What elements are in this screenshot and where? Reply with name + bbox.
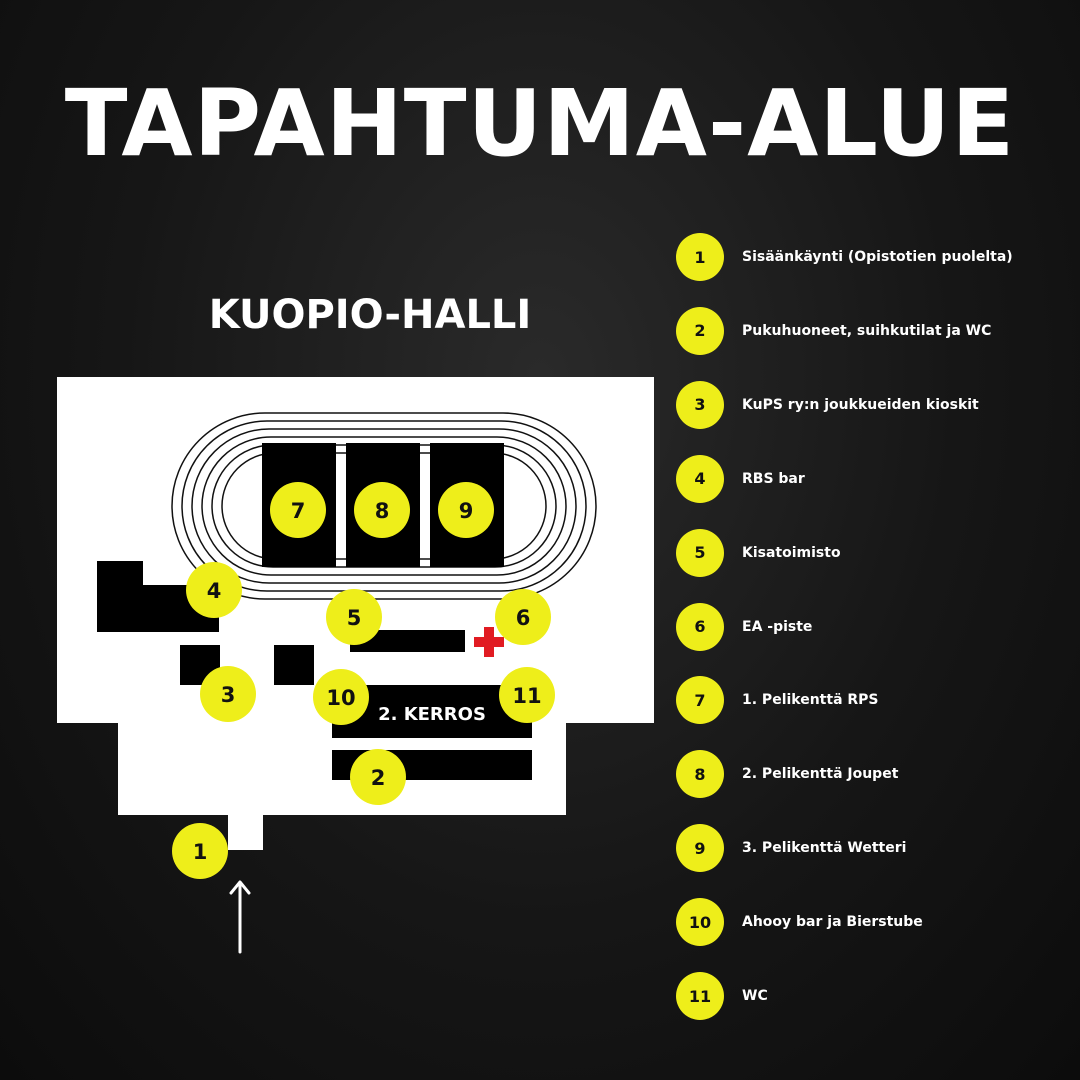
legend-label: 1. Pelikenttä RPS xyxy=(742,692,879,709)
map-marker-9: 9 xyxy=(438,482,494,538)
legend-number-badge: 8 xyxy=(676,750,724,799)
legend-number-badge: 4 xyxy=(676,454,724,503)
legend-number-badge: 6 xyxy=(676,602,724,651)
map-marker-7: 7 xyxy=(270,482,326,538)
legend-item: 10 Ahooy bar ja Bierstube xyxy=(676,898,1076,947)
map-marker-11: 11 xyxy=(499,667,555,723)
map-marker-2: 2 xyxy=(350,749,406,805)
legend-number-badge: 9 xyxy=(676,824,724,873)
marker-circle xyxy=(350,749,406,805)
marker-number: 4 xyxy=(207,579,222,603)
marker-number: 7 xyxy=(291,499,306,523)
page-title: TAPAHTUMA-ALUE xyxy=(64,70,1016,177)
legend-label: 2. Pelikenttä Joupet xyxy=(742,766,899,783)
marker-circle xyxy=(499,667,555,723)
legend-item: 8 2. Pelikenttä Joupet xyxy=(676,750,1076,799)
legend-item: 9 3. Pelikenttä Wetteri xyxy=(676,824,1076,873)
legend-label: WC xyxy=(742,988,768,1004)
office-block xyxy=(350,630,465,652)
legend-item: 4 RBS bar xyxy=(676,454,1076,503)
marker-number: 5 xyxy=(347,606,362,630)
map-marker-3: 3 xyxy=(200,666,256,722)
marker-circle xyxy=(172,823,228,879)
legend-item: 5 Kisatoimisto xyxy=(676,528,1076,577)
legend-number-badge: 10 xyxy=(676,898,724,947)
marker-circle xyxy=(313,669,369,725)
red-cross-icon xyxy=(474,627,504,657)
marker-number: 9 xyxy=(459,499,474,523)
marker-circle xyxy=(186,562,242,618)
map-markers: 1 2 3 4 5 6 7 8 9 10 11 xyxy=(172,482,555,879)
venue-name: KUOPIO-HALLI xyxy=(208,292,532,338)
legend-label: Kisatoimisto xyxy=(742,544,841,561)
legend-item: 7 1. Pelikenttä RPS xyxy=(676,676,1076,725)
marker-number: 3 xyxy=(221,683,236,707)
marker-number: 2 xyxy=(371,766,386,790)
map-marker-4: 4 xyxy=(186,562,242,618)
map-marker-5: 5 xyxy=(326,589,382,645)
kiosk-right xyxy=(274,645,314,685)
marker-circle xyxy=(200,666,256,722)
marker-number: 11 xyxy=(512,684,541,708)
map-marker-10: 10 xyxy=(313,669,369,725)
legend-label: EA -piste xyxy=(742,618,813,635)
legend-item: 6 EA -piste xyxy=(676,602,1076,651)
legend-item: 2 Pukuhuoneet, suihkutilat ja WC xyxy=(676,306,1076,355)
map-marker-1: 1 xyxy=(172,823,228,879)
map-marker-6: 6 xyxy=(495,589,551,645)
legend-label: Sisäänkäynti (Opistotien puolelta) xyxy=(742,249,1013,265)
map-marker-8: 8 xyxy=(354,482,410,538)
marker-circle xyxy=(495,589,551,645)
marker-number: 1 xyxy=(193,840,208,864)
marker-circle xyxy=(270,482,326,538)
legend-number-badge: 11 xyxy=(676,972,724,1020)
marker-circle xyxy=(326,589,382,645)
legend-item: 11 WC xyxy=(676,972,1076,1020)
legend-number-badge: 3 xyxy=(676,380,724,429)
legend-number-badge: 7 xyxy=(676,676,724,725)
floor-label: 2. KERROS xyxy=(378,704,486,725)
legend-item: 1 Sisäänkäynti (Opistotien puolelta) xyxy=(676,233,1076,281)
legend-label: Pukuhuoneet, suihkutilat ja WC xyxy=(742,322,992,339)
marker-circle xyxy=(438,482,494,538)
up-arrow-icon xyxy=(229,880,251,954)
legend-label: Ahooy bar ja Bierstube xyxy=(742,914,923,931)
marker-number: 10 xyxy=(326,686,355,710)
legend-label: KuPS ry:n joukkueiden kioskit xyxy=(742,396,979,413)
legend-label: RBS bar xyxy=(742,470,805,487)
legend-number-badge: 5 xyxy=(676,528,724,577)
legend-number-badge: 2 xyxy=(676,306,724,355)
bar-structure xyxy=(97,561,219,632)
marker-circle xyxy=(354,482,410,538)
legend-label: 3. Pelikenttä Wetteri xyxy=(742,840,907,857)
legend-number-badge: 1 xyxy=(676,233,724,281)
marker-number: 6 xyxy=(516,606,531,630)
legend-item: 3 KuPS ry:n joukkueiden kioskit xyxy=(676,380,1076,429)
marker-number: 8 xyxy=(375,499,390,523)
